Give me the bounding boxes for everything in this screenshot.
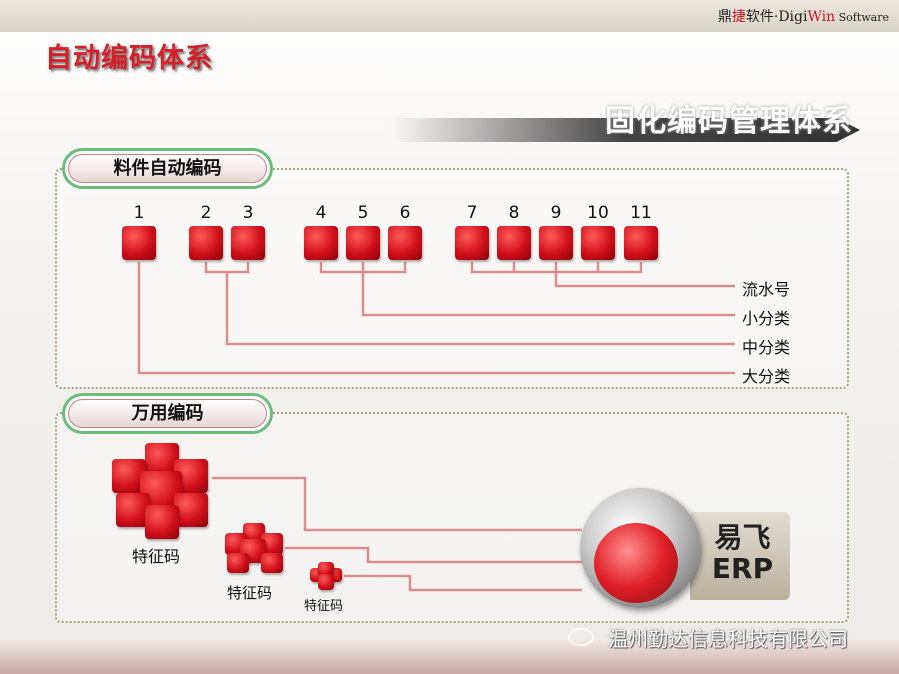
footer-band [0, 640, 899, 674]
cube-cluster-large [112, 443, 212, 539]
feature-label-small: 特征码 [304, 599, 344, 614]
feature-label-large: 特征码 [132, 547, 181, 566]
universal-code-label: 万用编码 [62, 393, 273, 434]
banner-bar [390, 118, 860, 142]
brand-cn-suffix: 软件· [745, 9, 779, 25]
code-position-number: 10 [587, 203, 609, 223]
brand-en-red: Win [807, 9, 836, 25]
line-minor-class [319, 262, 735, 317]
code-position-number: 5 [357, 203, 369, 223]
brand-en-suffix: Software [835, 11, 889, 24]
code-cube [539, 226, 573, 260]
line-mid-class [204, 262, 735, 346]
banner-title: 固化编码管理体系 [605, 104, 853, 134]
code-cube [388, 226, 422, 260]
code-cube [231, 226, 265, 260]
code-position-number: 9 [550, 203, 562, 223]
code-position-number: 4 [315, 203, 327, 223]
wechat-icon [568, 628, 594, 646]
auto-code-label: 料件自动编码 [62, 148, 273, 189]
erp-plate [690, 512, 790, 600]
segment-mid: 中分类 [742, 338, 791, 357]
code-position-number: 1 [133, 203, 145, 223]
line-feature-2 [285, 546, 582, 564]
code-cube [304, 226, 338, 260]
product-erp: ERP [711, 552, 774, 585]
product-name: 易飞 [714, 521, 771, 554]
line-feature-1 [212, 476, 582, 532]
globe-red-hemisphere [594, 523, 678, 603]
code-position-number: 3 [242, 203, 254, 223]
brand-cn: 鼎 [717, 9, 732, 25]
company-name: 温州勤达信息科技有限公司 [608, 627, 848, 651]
code-cube [346, 226, 380, 260]
code-position-number: 8 [508, 203, 520, 223]
code-cube [624, 226, 658, 260]
cube-cluster-medium [225, 523, 285, 575]
code-position-number: 6 [399, 203, 411, 223]
auto-code-panel [55, 168, 849, 389]
cube-cluster-small [310, 562, 344, 592]
brand-logo: 鼎捷软件·DigiWin Software [718, 6, 889, 26]
top-band [0, 0, 899, 32]
code-cube [455, 226, 489, 260]
line-major-class [137, 262, 735, 375]
code-cube [122, 226, 156, 260]
segment-major: 大分类 [742, 367, 791, 386]
code-position-number: 11 [630, 203, 652, 223]
code-position-number: 2 [200, 203, 212, 223]
universal-code-label-text: 万用编码 [68, 399, 267, 428]
segment-minor: 小分类 [742, 309, 791, 328]
segment-serial: 流水号 [742, 280, 791, 299]
line-feature-3 [344, 574, 582, 592]
feature-label-medium: 特征码 [227, 584, 273, 602]
brand-cn-red: 捷 [731, 9, 746, 25]
brand-en: Digi [778, 9, 808, 25]
auto-code-label-text: 料件自动编码 [68, 154, 267, 183]
code-cube [497, 226, 531, 260]
code-cube [581, 226, 615, 260]
line-serial [470, 262, 735, 288]
page-title: 自动编码体系 [45, 43, 213, 74]
code-cube [189, 226, 223, 260]
code-position-number: 7 [466, 203, 478, 223]
